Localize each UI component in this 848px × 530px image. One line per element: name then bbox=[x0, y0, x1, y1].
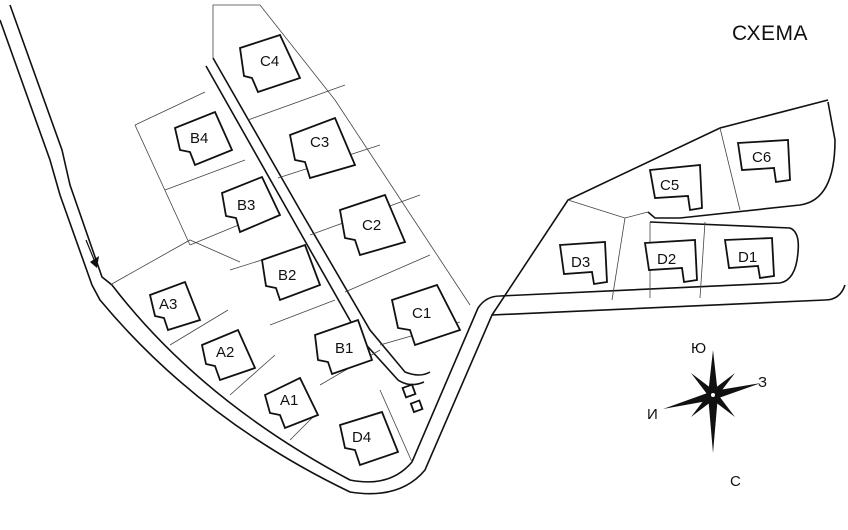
road-arrow-icon bbox=[85, 239, 96, 263]
east-road-outer bbox=[491, 99, 829, 316]
small-building-1 bbox=[401, 383, 417, 399]
label-c3: C3 bbox=[310, 134, 329, 151]
house-b4[interactable] bbox=[173, 110, 234, 167]
house-c3[interactable] bbox=[288, 116, 357, 180]
house-d2[interactable] bbox=[643, 239, 698, 284]
label-a1: A1 bbox=[280, 392, 298, 409]
label-d4: D4 bbox=[352, 429, 371, 446]
label-b2: B2 bbox=[278, 267, 296, 284]
label-d2: D2 bbox=[657, 251, 676, 268]
label-b4: B4 bbox=[190, 130, 208, 147]
house-b3[interactable] bbox=[220, 175, 282, 234]
house-c5[interactable] bbox=[648, 164, 703, 212]
house-b2[interactable] bbox=[260, 243, 322, 302]
compass-rose: Ю З И С bbox=[647, 340, 767, 490]
plot-boundaries bbox=[109, 4, 741, 463]
house-d3[interactable] bbox=[558, 241, 608, 286]
label-c4: C4 bbox=[260, 53, 279, 70]
house-c1[interactable] bbox=[390, 283, 462, 347]
house-a2[interactable] bbox=[200, 328, 257, 382]
label-d3: D3 bbox=[571, 254, 590, 271]
label-c6: C6 bbox=[752, 149, 771, 166]
east-road-lower bbox=[649, 221, 800, 284]
houses bbox=[148, 33, 791, 467]
map-title: СХЕМА bbox=[732, 22, 808, 45]
label-c5: C5 bbox=[660, 177, 679, 194]
small-building-2 bbox=[409, 399, 424, 414]
compass-needle-vertical-icon bbox=[708, 350, 718, 453]
house-a1[interactable] bbox=[263, 376, 320, 430]
label-a2: A2 bbox=[216, 344, 234, 361]
house-d4[interactable] bbox=[338, 410, 400, 467]
compass-north-label: С bbox=[730, 473, 741, 490]
house-b1[interactable] bbox=[314, 318, 374, 376]
label-a3: A3 bbox=[159, 296, 177, 313]
house-c6[interactable] bbox=[736, 139, 791, 184]
central-road-west-edge bbox=[212, 57, 431, 376]
east-road-upper bbox=[647, 101, 836, 219]
house-c2[interactable] bbox=[338, 193, 407, 257]
house-d1[interactable] bbox=[723, 237, 775, 280]
plot-labels: C4 C3 C2 C1 B4 B3 B2 B1 A3 A2 A1 D4 C5 C… bbox=[159, 53, 771, 446]
label-d1: D1 bbox=[738, 249, 757, 266]
compass-center-icon bbox=[710, 392, 716, 398]
road-arrowhead-icon bbox=[90, 256, 99, 268]
label-b3: B3 bbox=[237, 197, 255, 214]
label-c1: C1 bbox=[412, 305, 431, 322]
house-c4[interactable] bbox=[239, 33, 302, 94]
compass-south-label: Ю bbox=[691, 340, 706, 357]
main-road-outer-edge bbox=[0, 19, 846, 495]
compass-west-label: И bbox=[647, 406, 658, 423]
house-a3[interactable] bbox=[148, 280, 202, 332]
label-c2: C2 bbox=[362, 217, 381, 234]
compass-east-label: З bbox=[758, 374, 767, 391]
main-road-inner-edge bbox=[9, 4, 781, 483]
label-b1: B1 bbox=[335, 340, 353, 357]
